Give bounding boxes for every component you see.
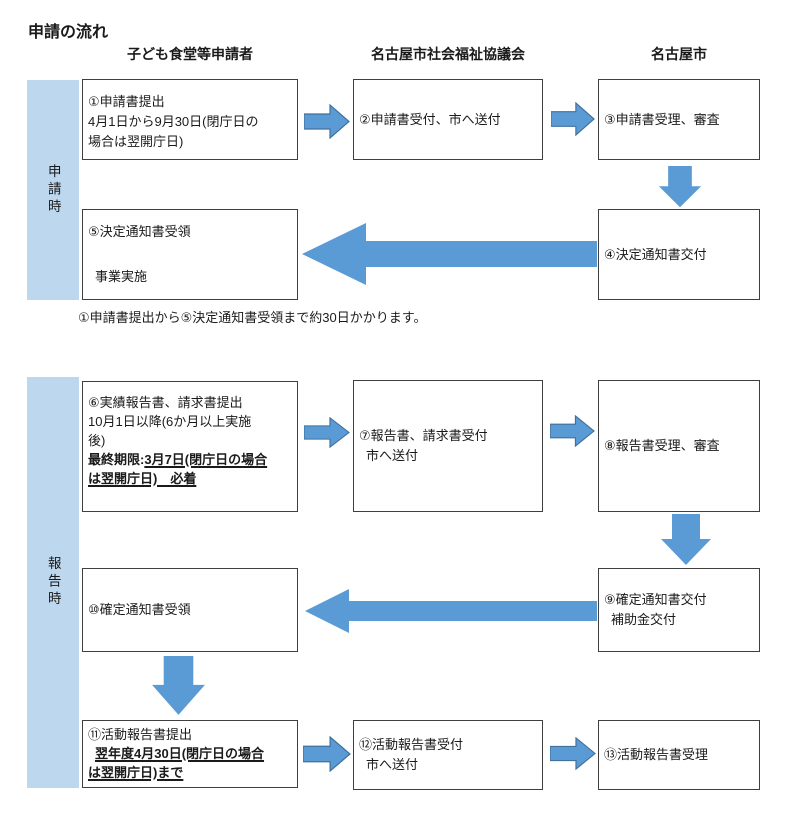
box-9-issue-final-notice-subsidy: ⑨確定通知書交付 補助金交付 — [598, 568, 760, 652]
box-13-receive-activity-report: ⑬活動報告書受理 — [598, 720, 760, 790]
page-title: 申請の流れ — [28, 24, 109, 41]
box-5-receive-decision-notice: ⑤決定通知書受領 事業実施 — [82, 209, 298, 300]
arrow-right-7-to-8-icon — [550, 415, 595, 447]
section-label-report: 報告時 — [45, 556, 61, 609]
box-4-issue-decision-notice: ④決定通知書交付 — [598, 209, 760, 300]
section-band-application: 申請時 — [27, 80, 79, 300]
arrow-down-8-to-9-icon — [661, 514, 711, 566]
deadline-date-cont: は翌開庁日) 必着 — [88, 471, 197, 486]
activity-report-deadline: 翌年度4月30日(閉庁日の場合 — [95, 746, 265, 761]
box-7-accept-report-invoice: ⑦報告書、請求書受付 市へ送付 — [353, 380, 543, 512]
column-header-council: 名古屋市社会福祉協議会 — [371, 46, 525, 62]
section-band-report: 報告時 — [27, 377, 79, 788]
deadline-date: 3月7日(閉庁日の場合 — [144, 452, 268, 467]
box-6-submit-report-invoice: ⑥実績報告書、請求書提出 10月1日以降(6か月以上実施 後) 最終期限:3月7… — [82, 381, 298, 512]
box-11-submit-activity-report: ⑪活動報告書提出 翌年度4月30日(閉庁日の場合 は翌開庁日)まで — [82, 720, 298, 788]
column-header-applicant: 子ども食堂等申請者 — [127, 46, 253, 62]
arrow-right-1-to-2-icon — [304, 104, 350, 139]
arrow-right-2-to-3-icon — [551, 102, 595, 136]
box-10-receive-final-notice: ⑩確定通知書受領 — [82, 568, 298, 652]
arrow-left-9-to-10-icon — [305, 589, 597, 633]
arrow-right-6-to-7-icon — [304, 417, 350, 448]
box-8-review-report: ⑧報告書受理、審査 — [598, 380, 760, 512]
activity-report-deadline-cont: は翌開庁日)まで — [88, 765, 184, 780]
column-header-city: 名古屋市 — [651, 46, 707, 62]
box-12-accept-activity-report: ⑫活動報告書受付 市へ送付 — [353, 720, 543, 790]
deadline-label: 最終期限: — [88, 452, 145, 467]
arrow-down-3-to-4-icon — [658, 166, 702, 208]
arrow-down-10-to-11-icon — [152, 656, 205, 715]
arrow-left-4-to-5-icon — [302, 223, 597, 285]
box-3-review-application: ③申請書受理、審査 — [598, 79, 760, 160]
section-label-application: 申請時 — [45, 163, 61, 217]
box-1-submit-application: ①申請書提出 4月1日から9月30日(閉庁日の 場合は翌開庁日) — [82, 79, 298, 160]
duration-note: ①申請書提出から⑤決定通知書受領まで約30日かかります。 — [78, 310, 427, 325]
box-2-accept-forward-application: ②申請書受付、市へ送付 — [353, 79, 543, 160]
arrow-right-11-to-12-icon — [303, 736, 351, 772]
arrow-right-12-to-13-icon — [550, 737, 596, 770]
